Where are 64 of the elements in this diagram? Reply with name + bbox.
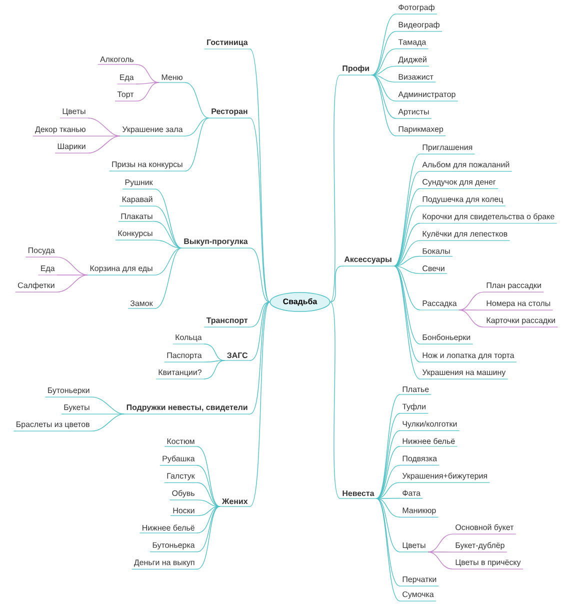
- branch-line: [428, 552, 454, 570]
- branch-line: [196, 506, 220, 570]
- branch-line: [154, 188, 182, 248]
- branch-line: [330, 266, 342, 302]
- branch-line: [136, 82, 160, 84]
- branch-line: [371, 31, 396, 76]
- branch-line: [250, 118, 270, 302]
- branch-line: [88, 136, 120, 154]
- branch-line: [376, 446, 400, 499]
- branch-line: [204, 360, 226, 362]
- branch-line: [154, 240, 182, 248]
- branch-line: [394, 266, 420, 310]
- branch-line: [376, 413, 400, 499]
- branch-line: [136, 82, 160, 102]
- branch-line: [394, 206, 420, 266]
- branch-line: [250, 302, 270, 414]
- branch-line: [458, 292, 484, 310]
- branch-line: [394, 240, 420, 266]
- branch-line: [196, 500, 220, 507]
- branch-line: [56, 274, 88, 292]
- branch-line: [376, 464, 400, 499]
- branch-line: [250, 248, 270, 302]
- branch-line: [371, 48, 396, 76]
- branch-line: [204, 360, 226, 380]
- branch-line: [371, 74, 396, 136]
- branch-line: [376, 394, 400, 499]
- branch-line: [154, 206, 182, 248]
- branch-line: [56, 274, 88, 276]
- branch-line: [376, 430, 400, 499]
- branch-line: [154, 221, 182, 248]
- branch-line: [196, 506, 220, 516]
- branch-line: [92, 414, 124, 432]
- branch-line: [154, 248, 182, 309]
- branch-line: [394, 188, 420, 266]
- branch-line: [371, 14, 396, 76]
- branch-line: [394, 266, 420, 344]
- branch-line: [394, 222, 420, 266]
- branch-line: [330, 302, 340, 499]
- branch-line: [394, 154, 420, 266]
- branch-line: [371, 74, 396, 102]
- branch-line: [154, 248, 182, 276]
- branch-line: [196, 482, 220, 507]
- branch-line: [371, 74, 396, 82]
- branch-line: [376, 498, 400, 518]
- branch-line: [250, 302, 270, 507]
- branch-line: [196, 465, 220, 507]
- branch-line: [458, 310, 484, 328]
- branch-line: [184, 118, 210, 136]
- branch-line: [250, 302, 270, 328]
- branch-line: [184, 82, 210, 118]
- branch-line: [394, 170, 420, 266]
- branch-line: [196, 446, 220, 507]
- branch-line: [394, 266, 420, 274]
- branch-line: [376, 498, 400, 552]
- branch-line: [330, 74, 340, 302]
- branch-line: [394, 256, 420, 266]
- branch-line: [196, 506, 220, 534]
- branch-line: [184, 118, 210, 172]
- branch-line: [371, 74, 396, 119]
- branch-line: [136, 64, 160, 83]
- branch-line: [428, 534, 454, 552]
- branch-line: [250, 48, 270, 302]
- branch-line: [250, 302, 270, 361]
- branch-line: [196, 506, 220, 552]
